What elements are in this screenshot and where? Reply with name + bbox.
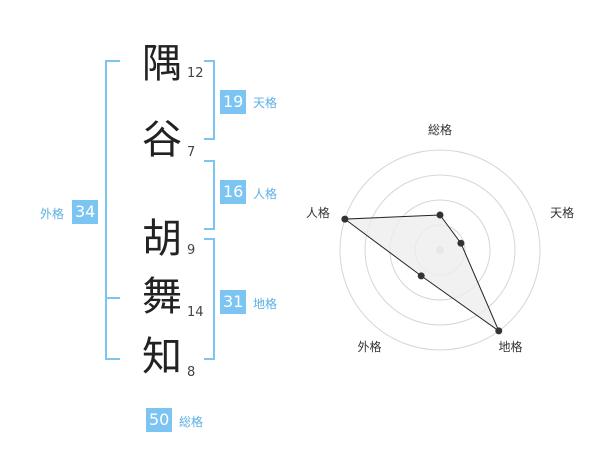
tenkaku-bracket <box>204 60 215 140</box>
axis-label-jinkaku: 人格 <box>306 205 330 220</box>
radar-chart: 総格 天格 地格 外格 人格 <box>306 122 574 354</box>
name-char-4: 舞 <box>142 274 182 320</box>
chikaku-bracket <box>204 238 215 360</box>
stroke-count-2: 7 <box>187 145 196 160</box>
name-char-1: 隅 <box>142 41 182 87</box>
gaikaku-label: 外格 <box>40 207 65 221</box>
name-char-5: 知 <box>142 334 182 380</box>
name-char-2: 谷 <box>142 117 182 163</box>
stroke-count-5: 8 <box>187 365 196 380</box>
axis-label-chikaku: 地格 <box>499 339 523 354</box>
grouping-brackets <box>105 60 215 360</box>
tenkaku-label: 天格 <box>253 96 278 110</box>
jinkaku-value: 16 <box>220 180 247 204</box>
stroke-count-4: 14 <box>187 305 204 320</box>
tenkaku-value: 19 <box>220 90 247 114</box>
radar-point <box>341 215 349 223</box>
name-char-3: 胡 <box>142 216 182 262</box>
soukaku-value: 50 <box>146 408 173 432</box>
gaikaku-bracket <box>105 60 120 360</box>
axis-label-gaikaku: 外格 <box>357 339 381 354</box>
soukaku-label: 総格 <box>179 415 204 429</box>
stroke-count-3: 9 <box>187 243 196 258</box>
axis-label-soukaku: 総格 <box>428 122 452 137</box>
radar-ring <box>364 174 516 326</box>
stroke-count-1: 12 <box>187 66 204 81</box>
chikaku-value: 31 <box>220 290 247 314</box>
jinkaku-label: 人格 <box>253 187 278 201</box>
radar-point <box>495 327 503 335</box>
axis-label-tenkaku: 天格 <box>550 205 574 220</box>
radar-point <box>436 211 444 219</box>
radar-point <box>417 272 425 280</box>
radar-point <box>457 239 465 247</box>
gaikaku-value: 34 <box>72 200 99 224</box>
radar-ring <box>339 149 541 351</box>
jinkaku-bracket <box>204 160 215 230</box>
chikaku-label: 地格 <box>253 297 278 311</box>
